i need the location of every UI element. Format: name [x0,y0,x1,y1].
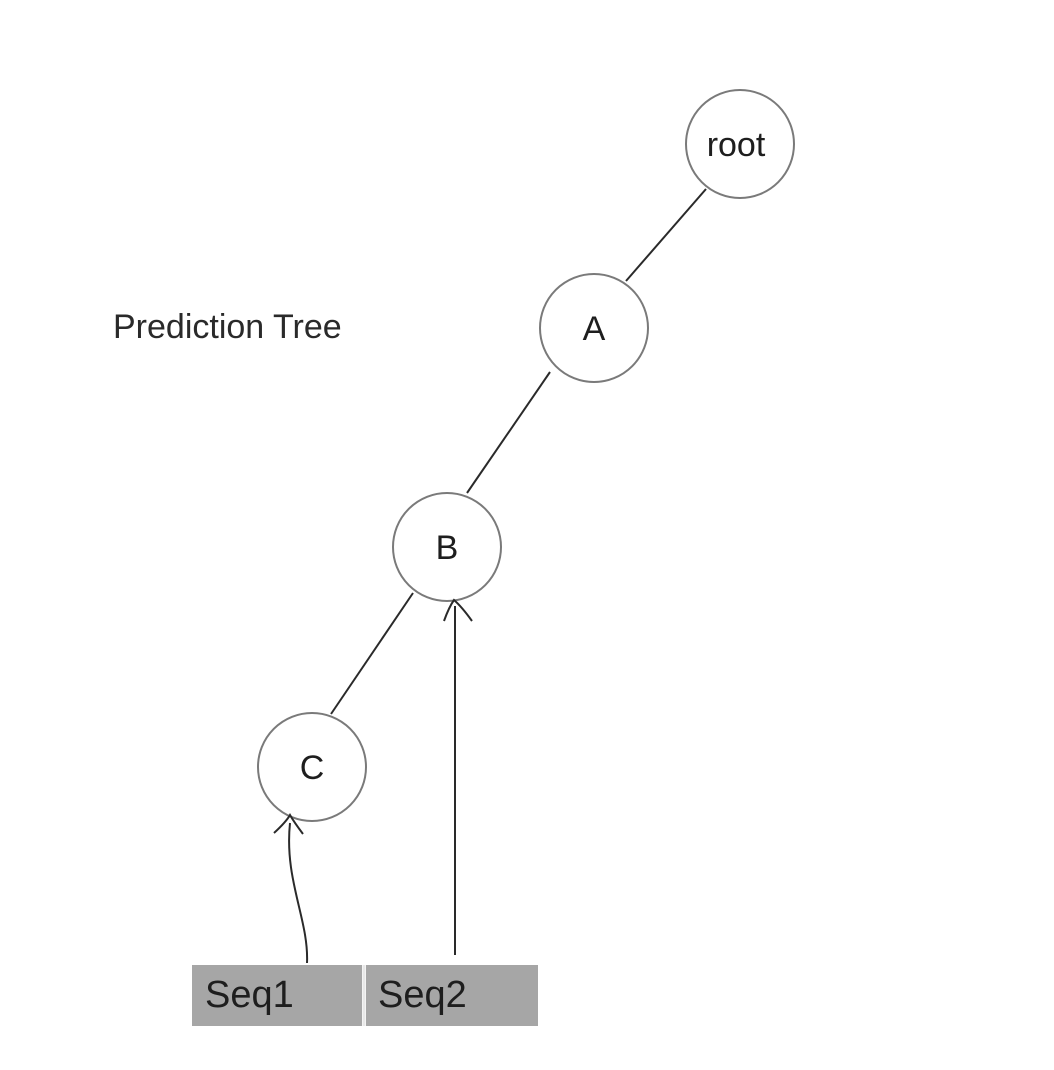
pointer-seq1-line [288,822,309,964]
node-a-circle [539,273,649,383]
diagram-title: Prediction Tree [113,308,342,346]
node-a-label: A [583,310,606,348]
node-b-label: B [436,529,459,567]
node-b-circle [392,492,502,602]
pointer-seq1-arrowhead-icon [273,812,304,835]
node-a: A [539,273,649,383]
pointer-seq1-to-c [273,812,309,964]
sequence-table: Seq1 Seq2 [192,965,538,1026]
node-root-circle [685,89,795,199]
edge-a-b [466,371,551,494]
seq2-cell [366,965,538,1026]
seq1-cell [192,965,362,1026]
seq1-label: Seq1 [205,974,294,1016]
pointer-seq2-to-b [443,598,473,955]
node-c-circle [257,712,367,822]
seq2-label: Seq2 [378,974,467,1016]
node-root-label: root [707,126,766,164]
edge-b-c [330,592,414,715]
node-b: B [392,492,502,602]
pointer-seq2-arrowhead-icon [443,598,473,622]
node-c-label: C [300,749,325,787]
node-c: C [257,712,367,822]
edge-root-a [625,188,707,282]
node-root: root [685,89,795,199]
